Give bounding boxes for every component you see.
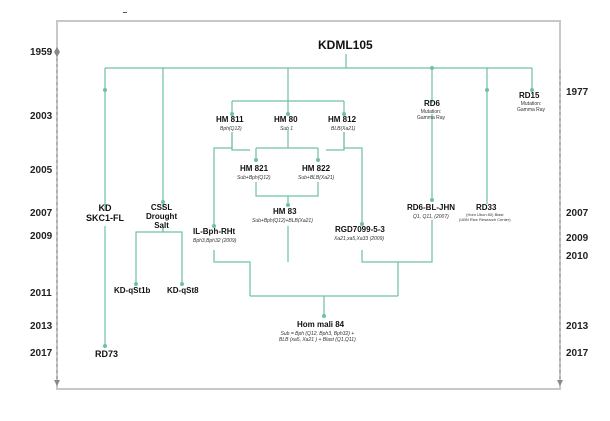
node-il-bph-rht-trait: Bph3,Bph32 (2009) — [193, 238, 237, 244]
node-hm811-trait: Bph(Q12) — [220, 126, 242, 132]
year-label-left: 2005 — [30, 165, 53, 176]
node-hm80: HM 80 — [274, 115, 298, 124]
node-rd15-note: Mutation: Gamma Ray — [517, 101, 546, 113]
node-hm822-trait: Sub+BLB(Xa21) — [298, 175, 335, 181]
node-hom-mali-84: Hom mali 84 — [297, 320, 345, 329]
year-label-left: 2003 — [30, 111, 53, 122]
year-label-left: 1959 — [30, 47, 53, 58]
node-hm821-trait: Sub+Bph(Q12) — [237, 175, 271, 181]
node-rd6-bl-jhn-trait: Q1, Q11, (2007) — [413, 214, 449, 220]
node-hm83: HM 83 — [273, 207, 297, 216]
node-rgd7099-trait: Xa21,xa5,Xa33 (2009) — [334, 236, 385, 242]
node-rd6: RD6 — [424, 99, 441, 108]
node-kd-qst8: KD-qSt8 — [167, 286, 199, 295]
node-rgd7099: RGD7099-5-3 — [335, 225, 385, 234]
node-hm812-trait: BLB(Xa21) — [331, 126, 356, 132]
year-label-right: 2010 — [566, 251, 589, 262]
node-rd15: RD15 — [519, 91, 540, 100]
year-label-left: 2009 — [30, 231, 53, 242]
node-rd6-note: Mutation: Gamma Ray — [417, 109, 446, 121]
node-cssl: CSSL Drought Salt — [146, 203, 178, 230]
year-label-left: 2007 — [30, 208, 53, 219]
node-kd-qst1b: KD-qSt1b — [114, 286, 151, 295]
node-kd-skc1-fl: KD SKC1-FL — [86, 203, 124, 223]
node-hm812: HM 812 — [328, 115, 357, 124]
node-hm811: HM 811 — [216, 115, 244, 124]
year-label-left: 2011 — [30, 288, 52, 299]
node-rd33-note: (Hom Ubon 80) Blast (UBN Rice Research C… — [459, 212, 511, 222]
node-hm821: HM 821 — [240, 164, 269, 173]
node-hm80-trait: Sub 1 — [280, 126, 294, 132]
year-label-right: 2013 — [566, 321, 589, 332]
node-rd73: RD73 — [95, 349, 119, 359]
year-label-right: 2009 — [566, 233, 589, 244]
year-label-right: 1977 — [566, 87, 589, 98]
year-label-left: 2013 — [30, 321, 53, 332]
node-kdml105: KDML105 — [318, 38, 373, 52]
node-il-bph-rht: IL-Bph-RHt — [193, 227, 236, 236]
node-rd33: RD33 — [476, 203, 497, 212]
node-hom-mali-84-trait: Sub = Bph (Q12, Bph3, Bph32) + BLB (xa5,… — [279, 331, 356, 343]
node-rd6-bl-jhn: RD6-BL-JHN — [407, 203, 455, 212]
year-label-right: 2017 — [566, 348, 589, 359]
year-label-left: 2017 — [30, 348, 53, 359]
node-hm822: HM 822 — [302, 164, 331, 173]
stray-mark — [123, 12, 127, 13]
node-hm83-trait: Sub+Bph(Q12)+BLB(Xa21) — [252, 218, 313, 224]
year-label-right: 2007 — [566, 208, 589, 219]
